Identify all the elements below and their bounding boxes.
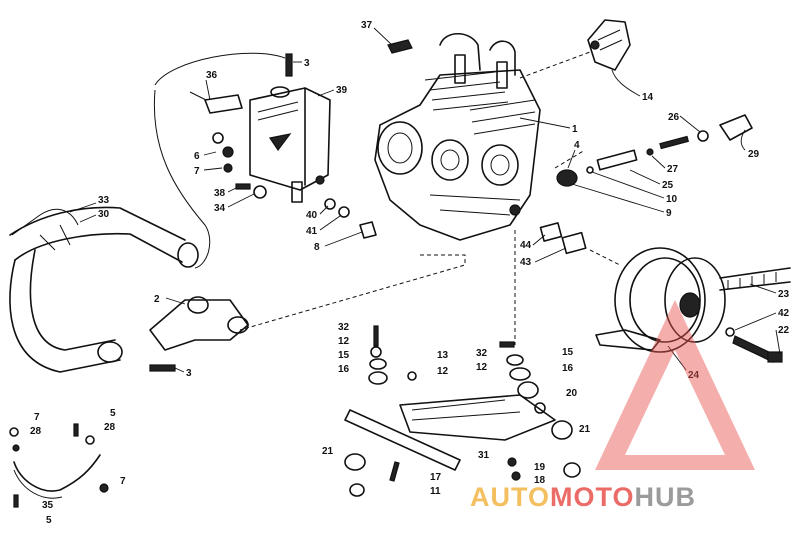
mount-stack-right	[407, 341, 581, 481]
callout-16-left: 16	[338, 364, 350, 375]
part-2-manifold	[149, 296, 249, 372]
callout-17: 17	[430, 472, 442, 483]
callout-15-right: 15	[562, 347, 574, 358]
callout-27: 27	[667, 164, 679, 175]
watermark-triangle-icon	[595, 300, 755, 470]
callout-41: 41	[306, 226, 318, 237]
callout-3-lower: 3	[186, 368, 192, 379]
watermark-auto: AUTO	[470, 482, 550, 512]
callout-15-left: 15	[338, 350, 350, 361]
hardware-38-34	[235, 183, 267, 199]
callout-44: 44	[520, 240, 532, 251]
callout-36: 36	[206, 70, 218, 81]
callout-24: 24	[688, 370, 700, 381]
callout-18: 18	[534, 475, 546, 486]
hardware-40-41-8	[324, 198, 377, 239]
cable-35	[9, 423, 109, 508]
callout-19: 19	[534, 462, 546, 473]
callout-39: 39	[336, 85, 348, 96]
callout-7-bl-top: 7	[34, 412, 40, 423]
callout-13: 13	[437, 350, 449, 361]
callout-42: 42	[778, 308, 790, 319]
callout-7-bl-right: 7	[120, 476, 126, 487]
hardware-6-7	[212, 132, 234, 173]
callout-1: 1	[572, 124, 578, 135]
callout-7-upper: 7	[194, 166, 200, 177]
dashed-guide-lines	[153, 51, 621, 345]
callout-43: 43	[520, 257, 532, 268]
callout-14: 14	[642, 92, 654, 103]
leader-lines	[69, 27, 781, 373]
callout-3-top: 3	[304, 58, 310, 69]
callout-12-right: 12	[476, 362, 488, 373]
callout-16-right: 16	[562, 363, 574, 374]
watermark-hub: HUB	[635, 482, 697, 512]
callout-35: 35	[42, 500, 54, 511]
callout-31: 31	[478, 450, 490, 461]
callout-2: 2	[154, 294, 160, 305]
callout-12-mid: 12	[437, 366, 449, 377]
callout-6: 6	[194, 151, 200, 162]
callout-30: 30	[98, 209, 110, 220]
callout-37: 37	[361, 20, 373, 31]
shaft-assembly	[556, 114, 753, 187]
watermark-text: AUTOMOTOHUB	[470, 482, 696, 512]
watermark-moto: MOTO	[550, 482, 635, 512]
callout-21-right: 21	[579, 424, 591, 435]
callout-4: 4	[574, 140, 580, 151]
callout-25: 25	[662, 180, 674, 191]
callout-23: 23	[778, 289, 790, 300]
callout-9: 9	[666, 208, 672, 219]
callout-labels: 37 3 36 39 14 1 4 26 29 27 25 10 9 6 7 3…	[30, 20, 790, 526]
callout-26: 26	[668, 112, 680, 123]
mount-stack-left	[344, 325, 388, 497]
callout-5-bl-bottom: 5	[46, 515, 52, 526]
callout-20: 20	[566, 388, 578, 399]
mounting-plate	[344, 394, 556, 482]
callout-32-left: 32	[338, 322, 350, 333]
callout-29: 29	[748, 149, 760, 160]
part-14-cover	[587, 19, 631, 71]
callout-28-bl-right: 28	[104, 422, 116, 433]
callout-34: 34	[214, 203, 226, 214]
callout-22: 22	[778, 325, 790, 336]
callout-11: 11	[430, 486, 441, 497]
exhaust-pipe	[9, 206, 199, 373]
clutch-assembly	[595, 247, 791, 363]
callout-8: 8	[314, 242, 320, 253]
engine-assembly	[374, 32, 541, 241]
part-36-fitting	[189, 91, 243, 114]
part-37-decal	[387, 39, 413, 54]
callout-10: 10	[666, 194, 678, 205]
callout-12-left: 12	[338, 336, 350, 347]
bearings-43-44	[539, 222, 587, 255]
part-39-tank	[249, 86, 331, 203]
callout-32-right: 32	[476, 348, 488, 359]
callout-5-bl-top: 5	[110, 408, 116, 419]
callout-40: 40	[306, 210, 318, 221]
callout-38: 38	[214, 188, 226, 199]
callout-33: 33	[98, 195, 110, 206]
part-3-bolt-top	[285, 53, 293, 77]
callout-21-left: 21	[322, 446, 334, 457]
callout-28-bl-left: 28	[30, 426, 42, 437]
watermark-logo: AUTOMOTOHUB	[470, 300, 755, 512]
